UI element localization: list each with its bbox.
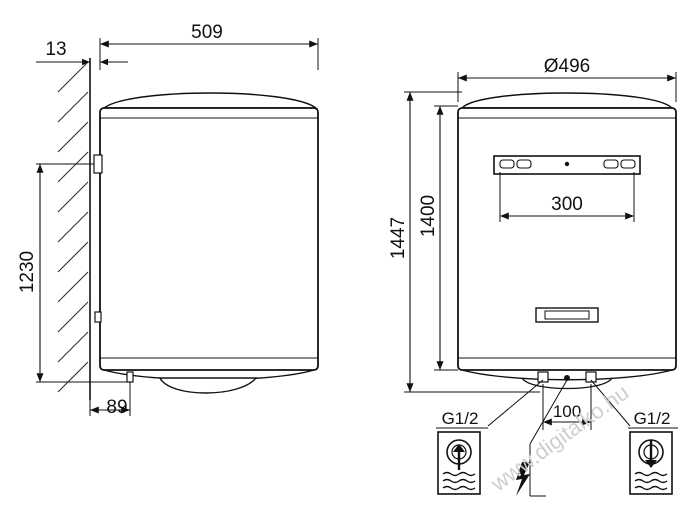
outlet-label: G1/2 (634, 409, 671, 428)
side-view: 509 13 1230 89 (17, 22, 319, 418)
inlet-label: G1/2 (442, 409, 479, 428)
side-pipe (126, 371, 134, 383)
height-label: 1230 (17, 251, 38, 293)
side-tank-body (99, 107, 319, 371)
lightning-icon (516, 444, 546, 497)
upper-bracket (93, 154, 103, 174)
wall-hatching (57, 61, 89, 393)
body-height-label: 1400 (418, 195, 439, 237)
front-view: Ø496 1447 1400 300 100 G1/2 (388, 56, 678, 497)
bottom-offset-label: 89 (106, 397, 127, 418)
side-bottom-cover (158, 377, 258, 394)
bracket-label: 300 (551, 194, 583, 215)
lower-bracket (94, 311, 102, 323)
front-tank-top (460, 92, 674, 109)
diameter-label: Ø496 (544, 56, 590, 77)
cold-water-inlet-icon (437, 431, 481, 495)
width-label: 509 (191, 22, 223, 43)
hot-water-outlet-icon (629, 431, 673, 495)
side-tank-top (101, 92, 319, 109)
total-height-label: 1447 (388, 217, 409, 259)
bottom-connections (521, 371, 613, 390)
pipe-spacing-label: 100 (553, 402, 581, 421)
wall-gap-label: 13 (45, 39, 66, 60)
watermark: www.digitalko.hu (485, 379, 633, 496)
mounting-bracket (493, 155, 641, 175)
front-tank-body (457, 107, 677, 371)
control-panel (535, 307, 599, 323)
